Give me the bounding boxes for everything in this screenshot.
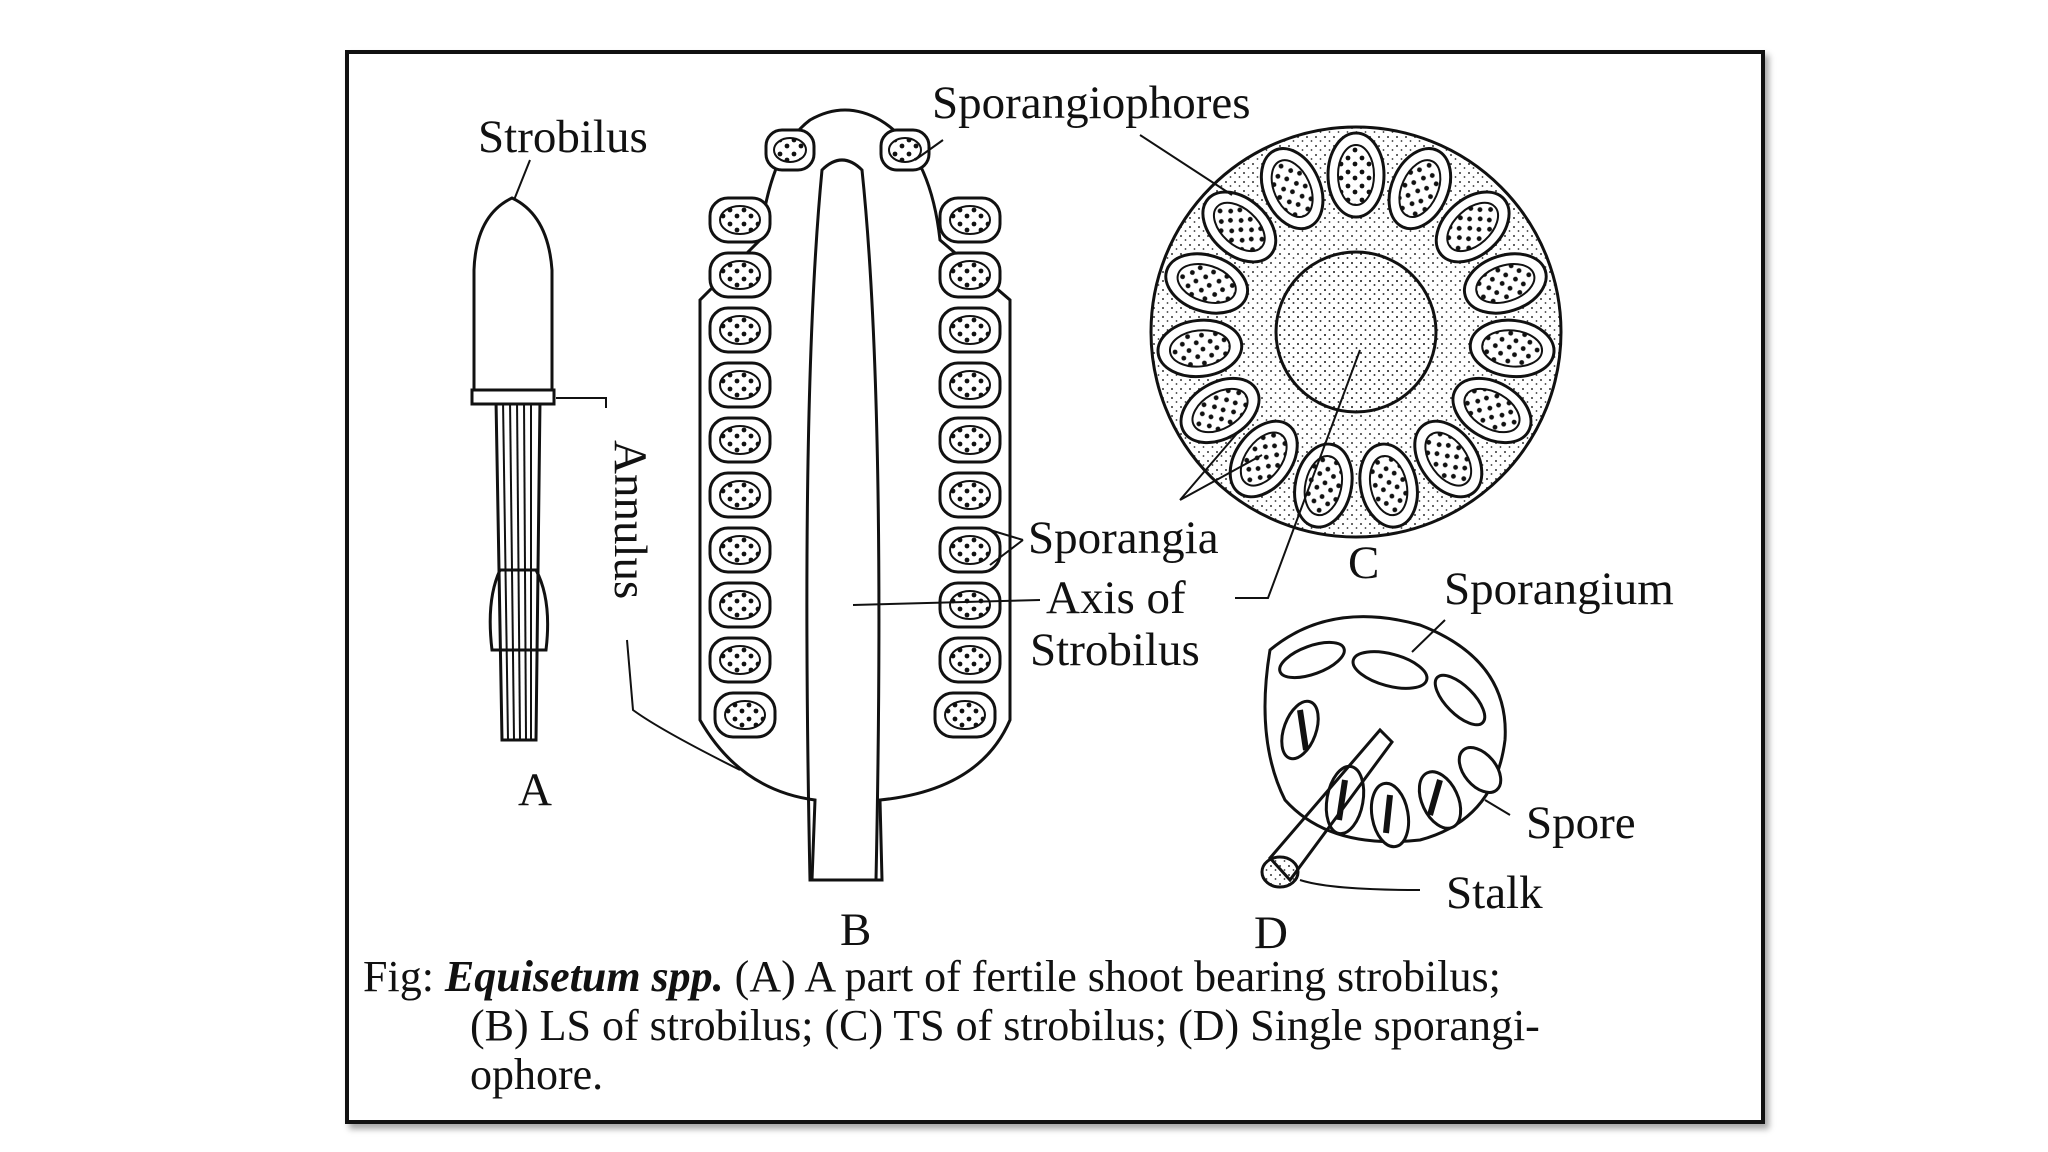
label-axis-strobilus: Strobilus bbox=[1030, 624, 1200, 676]
panel-b-longitudinal-section: B bbox=[700, 110, 1040, 956]
caption-line-3: ophore. bbox=[363, 1050, 1723, 1099]
caption-prefix: Fig: bbox=[363, 952, 445, 1001]
panel-letter-c: C bbox=[1348, 537, 1379, 589]
label-annulus: Annulus bbox=[604, 440, 656, 599]
strobilus-cone bbox=[474, 198, 552, 400]
caption-line1-rest: (A) A part of fertile shoot bearing stro… bbox=[724, 952, 1501, 1001]
label-sporangia: Sporangia bbox=[1028, 512, 1219, 564]
label-spore: Spore bbox=[1526, 797, 1636, 849]
panel-letter-a: A bbox=[518, 764, 552, 816]
strobilus-axis bbox=[807, 160, 879, 880]
panel-letter-b: B bbox=[840, 904, 871, 956]
figure-caption: Fig: Equisetum spp. (A) A part of fertil… bbox=[363, 952, 1723, 1099]
panel-d-single-sporangiophore: Sporangium Spore Stalk D bbox=[1254, 563, 1674, 959]
label-sporangium: Sporangium bbox=[1444, 563, 1674, 615]
sporangiophores-right-column bbox=[881, 130, 1000, 737]
label-axis-of: Axis of bbox=[1046, 572, 1186, 624]
ts-central-axis bbox=[1276, 252, 1436, 412]
label-strobilus: Strobilus bbox=[478, 111, 648, 163]
annulus-ring bbox=[472, 390, 554, 404]
label-stalk: Stalk bbox=[1446, 867, 1543, 919]
sporangiophores-left-column bbox=[710, 130, 814, 737]
label-sporangiophores: Sporangiophores bbox=[932, 77, 1251, 129]
caption-species: Equisetum spp. bbox=[445, 952, 724, 1001]
caption-line-1: Fig: Equisetum spp. (A) A part of fertil… bbox=[363, 952, 1723, 1001]
caption-line-2: (B) LS of strobilus; (C) TS of strobilus… bbox=[363, 1001, 1723, 1050]
